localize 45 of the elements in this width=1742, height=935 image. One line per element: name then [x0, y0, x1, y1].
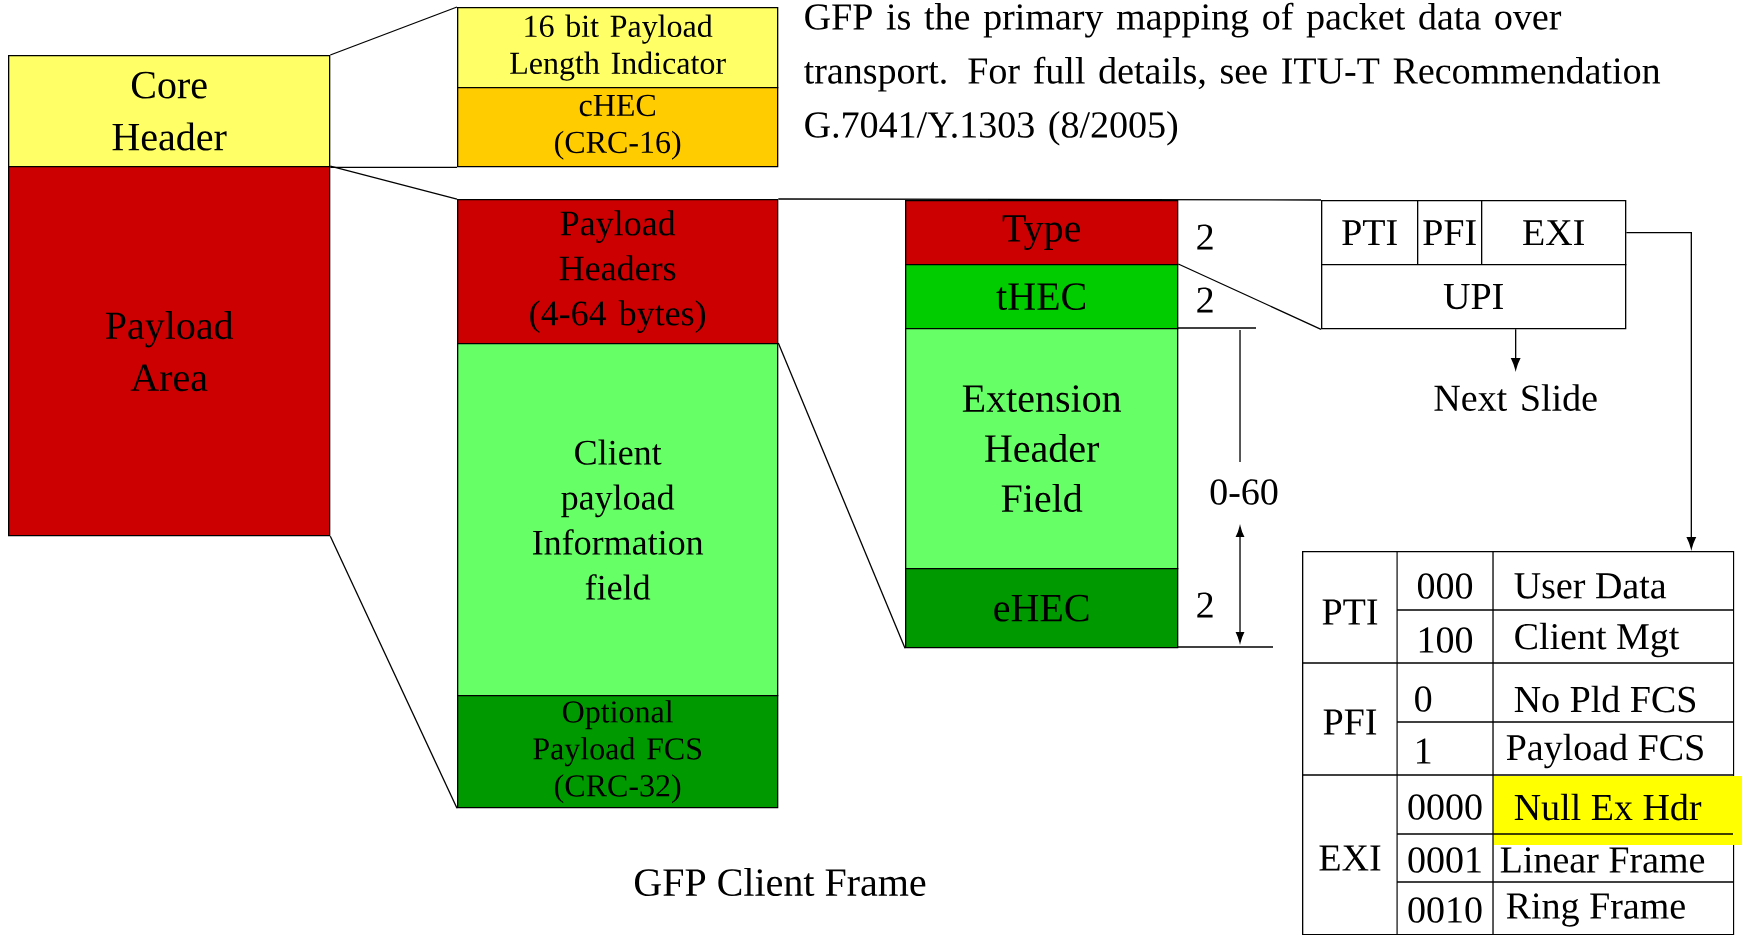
field-box: Payload Area — [8, 166, 331, 537]
zoom-line — [777, 198, 1322, 201]
note-text: Next Slide — [1434, 384, 1597, 412]
arrow — [1625, 232, 1696, 549]
highlighted-meaning: Null Ex Hdr — [1494, 776, 1742, 845]
field-name: PFI — [1323, 709, 1377, 735]
meaning-text: Linear Frame — [1500, 847, 1705, 873]
byte-count: 2 — [1197, 224, 1213, 250]
description-text: GFP is the primary mapping of packet data over transport. For full details, see ITU-T Recommendation G.7041/Y.1303 (8/2005) — [804, 2, 1661, 146]
zoom-line — [777, 342, 906, 649]
meaning-text: No Pld FCS — [1514, 685, 1696, 713]
meaning-text: Client Mgt — [1515, 622, 1680, 658]
byte-count: 2 — [1197, 592, 1213, 618]
code-value: 100 — [1419, 627, 1473, 653]
meaning-text: Ring Frame — [1506, 893, 1685, 927]
code-value: 000 — [1417, 573, 1473, 599]
zoom-line — [1177, 263, 1322, 330]
field-box: tHEC — [905, 264, 1179, 330]
zoom-line — [329, 535, 458, 809]
code-value: 0000 — [1408, 794, 1482, 820]
field-box: Extension Header Field — [905, 328, 1179, 570]
caption: GFP Client Frame — [635, 867, 926, 897]
header-cell: PFI — [1417, 200, 1483, 266]
field-name: EXI — [1319, 845, 1381, 871]
code-value: 0010 — [1408, 897, 1482, 923]
zoom-line — [329, 165, 458, 200]
field-box: Optional Payload FCS (CRC-32) — [457, 695, 779, 809]
meaning-text: Payload FCS — [1506, 733, 1703, 769]
field-box: Payload Headers (4-64 bytes) — [457, 199, 779, 345]
code-value: 0001 — [1408, 847, 1481, 873]
field-box: cHEC (CRC-16) — [457, 87, 779, 168]
zoom-line — [329, 6, 458, 56]
code-value: 0 — [1415, 686, 1432, 712]
field-box: Core Header — [8, 55, 331, 168]
byte-count: 0-60 — [1210, 479, 1278, 505]
code-value: 1 — [1417, 738, 1431, 764]
meaning-text: User Data — [1514, 573, 1667, 599]
arrow — [1511, 328, 1521, 370]
field-box: Client payload Information field — [457, 343, 779, 697]
field-box: Type — [905, 200, 1179, 266]
byte-count: 2 — [1197, 287, 1213, 313]
field-name: PTI — [1322, 599, 1378, 625]
zoom-line — [329, 166, 458, 168]
header-cell: PTI — [1321, 200, 1419, 266]
field-box: eHEC — [905, 568, 1179, 649]
